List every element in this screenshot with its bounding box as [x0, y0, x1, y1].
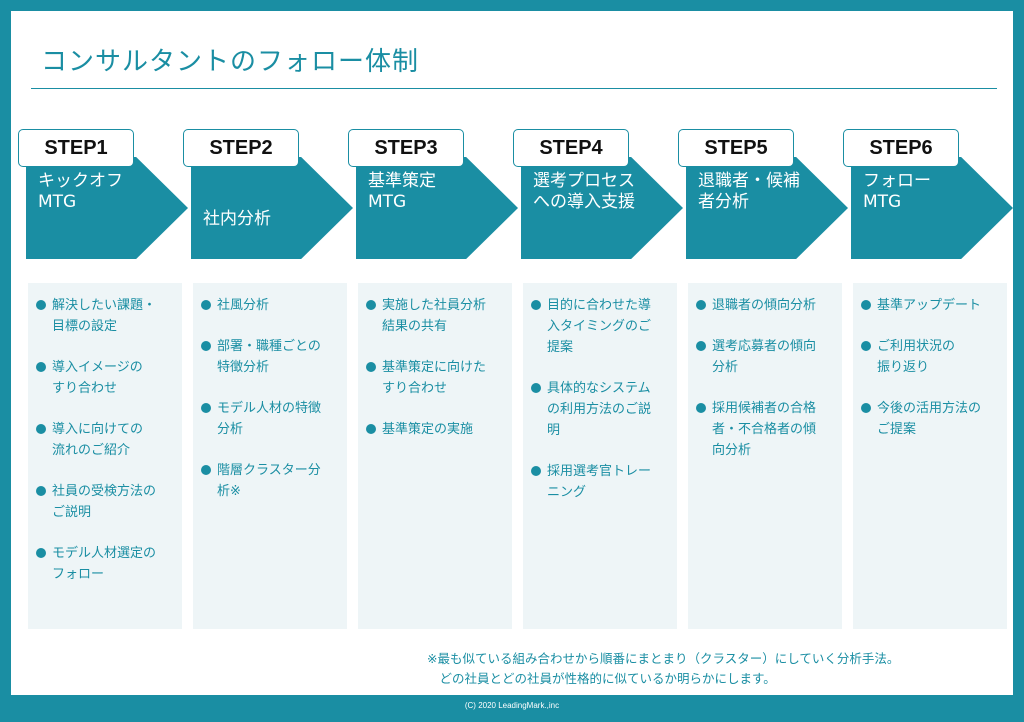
bullet-icon: [531, 383, 541, 393]
list-item: 退職者の傾向分析: [696, 295, 834, 316]
step-label-3: 基準策定 MTG: [368, 171, 436, 212]
step-tab-2: STEP2: [183, 129, 299, 167]
step-panel-2: 社風分析 部署・職種ごとの 特徴分析 モデル人材の特徴 分析 階層クラスター分 …: [193, 283, 347, 629]
step-panel-5: 退職者の傾向分析 選考応募者の傾向 分析 採用候補者の合格 者・不合格者の傾 向…: [688, 283, 842, 629]
step-panel-1: 解決したい課題・ 目標の設定 導入イメージの すり合わせ 導入に向けての 流れの…: [28, 283, 182, 629]
list-item: 基準アップデート: [861, 295, 999, 316]
step-label-4: 選考プロセス への導入支援: [533, 171, 635, 212]
bullet-icon: [861, 341, 871, 351]
list-item: 解決したい課題・ 目標の設定: [36, 295, 174, 337]
step-label-1: キックオフ MTG: [38, 171, 123, 212]
list-item: 基準策定に向けた すり合わせ: [366, 357, 504, 399]
step-panel-4: 目的に合わせた導 入タイミングのご 提案 具体的なシステム の利用方法のご説 明…: [523, 283, 677, 629]
step-tab-6: STEP6: [843, 129, 959, 167]
bullet-icon: [201, 341, 211, 351]
footnote: ※最も似ている組み合わせから順番にまとまり（クラスター）にしていく分析手法。 ど…: [427, 651, 900, 686]
bullet-icon: [201, 465, 211, 475]
list-item: 採用候補者の合格 者・不合格者の傾 向分析: [696, 398, 834, 461]
step-tab-4: STEP4: [513, 129, 629, 167]
step-label-6: フォロー MTG: [863, 171, 931, 212]
list-item: 階層クラスター分 析※: [201, 460, 339, 502]
list-item: 部署・職種ごとの 特徴分析: [201, 336, 339, 378]
bullet-icon: [366, 300, 376, 310]
slide-sheet: コンサルタントのフォロー体制 STEP1 キックオフ MTG 解決したい課題・ …: [11, 11, 1013, 695]
step-panel-6: 基準アップデート ご利用状況の 振り返り 今後の活用方法の ご提案: [853, 283, 1007, 629]
list-item: 今後の活用方法の ご提案: [861, 398, 999, 440]
bullet-icon: [531, 466, 541, 476]
list-item: 導入イメージの すり合わせ: [36, 357, 174, 399]
step-tab-3: STEP3: [348, 129, 464, 167]
bullet-icon: [861, 300, 871, 310]
list-item: 具体的なシステム の利用方法のご説 明: [531, 378, 669, 441]
step-label-2: 社内分析: [203, 209, 271, 229]
step-panel-3: 実施した社員分析 結果の共有 基準策定に向けた すり合わせ 基準策定の実施: [358, 283, 512, 629]
bullet-icon: [36, 300, 46, 310]
step-tab-5: STEP5: [678, 129, 794, 167]
bullet-icon: [36, 424, 46, 434]
list-item: 導入に向けての 流れのご紹介: [36, 419, 174, 461]
list-item: 目的に合わせた導 入タイミングのご 提案: [531, 295, 669, 358]
list-item: 基準策定の実施: [366, 419, 504, 440]
bullet-icon: [36, 362, 46, 372]
list-item: モデル人材の特徴 分析: [201, 398, 339, 440]
list-item: 社員の受検方法の ご説明: [36, 481, 174, 523]
step-tab-1: STEP1: [18, 129, 134, 167]
list-item: モデル人材選定の フォロー: [36, 543, 174, 585]
list-item: 社風分析: [201, 295, 339, 316]
bullet-icon: [366, 424, 376, 434]
list-item: 採用選考官トレー ニング: [531, 461, 669, 503]
page-title: コンサルタントのフォロー体制: [41, 47, 420, 77]
step-label-5: 退職者・候補 者分析: [698, 171, 800, 212]
step-arrow-2: [191, 157, 353, 259]
copyright-footer: (C) 2020 LeadingMark.,inc: [464, 701, 560, 710]
bullet-icon: [36, 548, 46, 558]
bullet-icon: [696, 341, 706, 351]
bullet-icon: [201, 300, 211, 310]
bullet-icon: [861, 403, 871, 413]
bullet-icon: [696, 300, 706, 310]
bullet-icon: [531, 300, 541, 310]
list-item: 実施した社員分析 結果の共有: [366, 295, 504, 337]
title-divider: [31, 88, 997, 89]
bullet-icon: [36, 486, 46, 496]
bullet-icon: [201, 403, 211, 413]
list-item: ご利用状況の 振り返り: [861, 336, 999, 378]
bullet-icon: [366, 362, 376, 372]
bullet-icon: [696, 403, 706, 413]
list-item: 選考応募者の傾向 分析: [696, 336, 834, 378]
